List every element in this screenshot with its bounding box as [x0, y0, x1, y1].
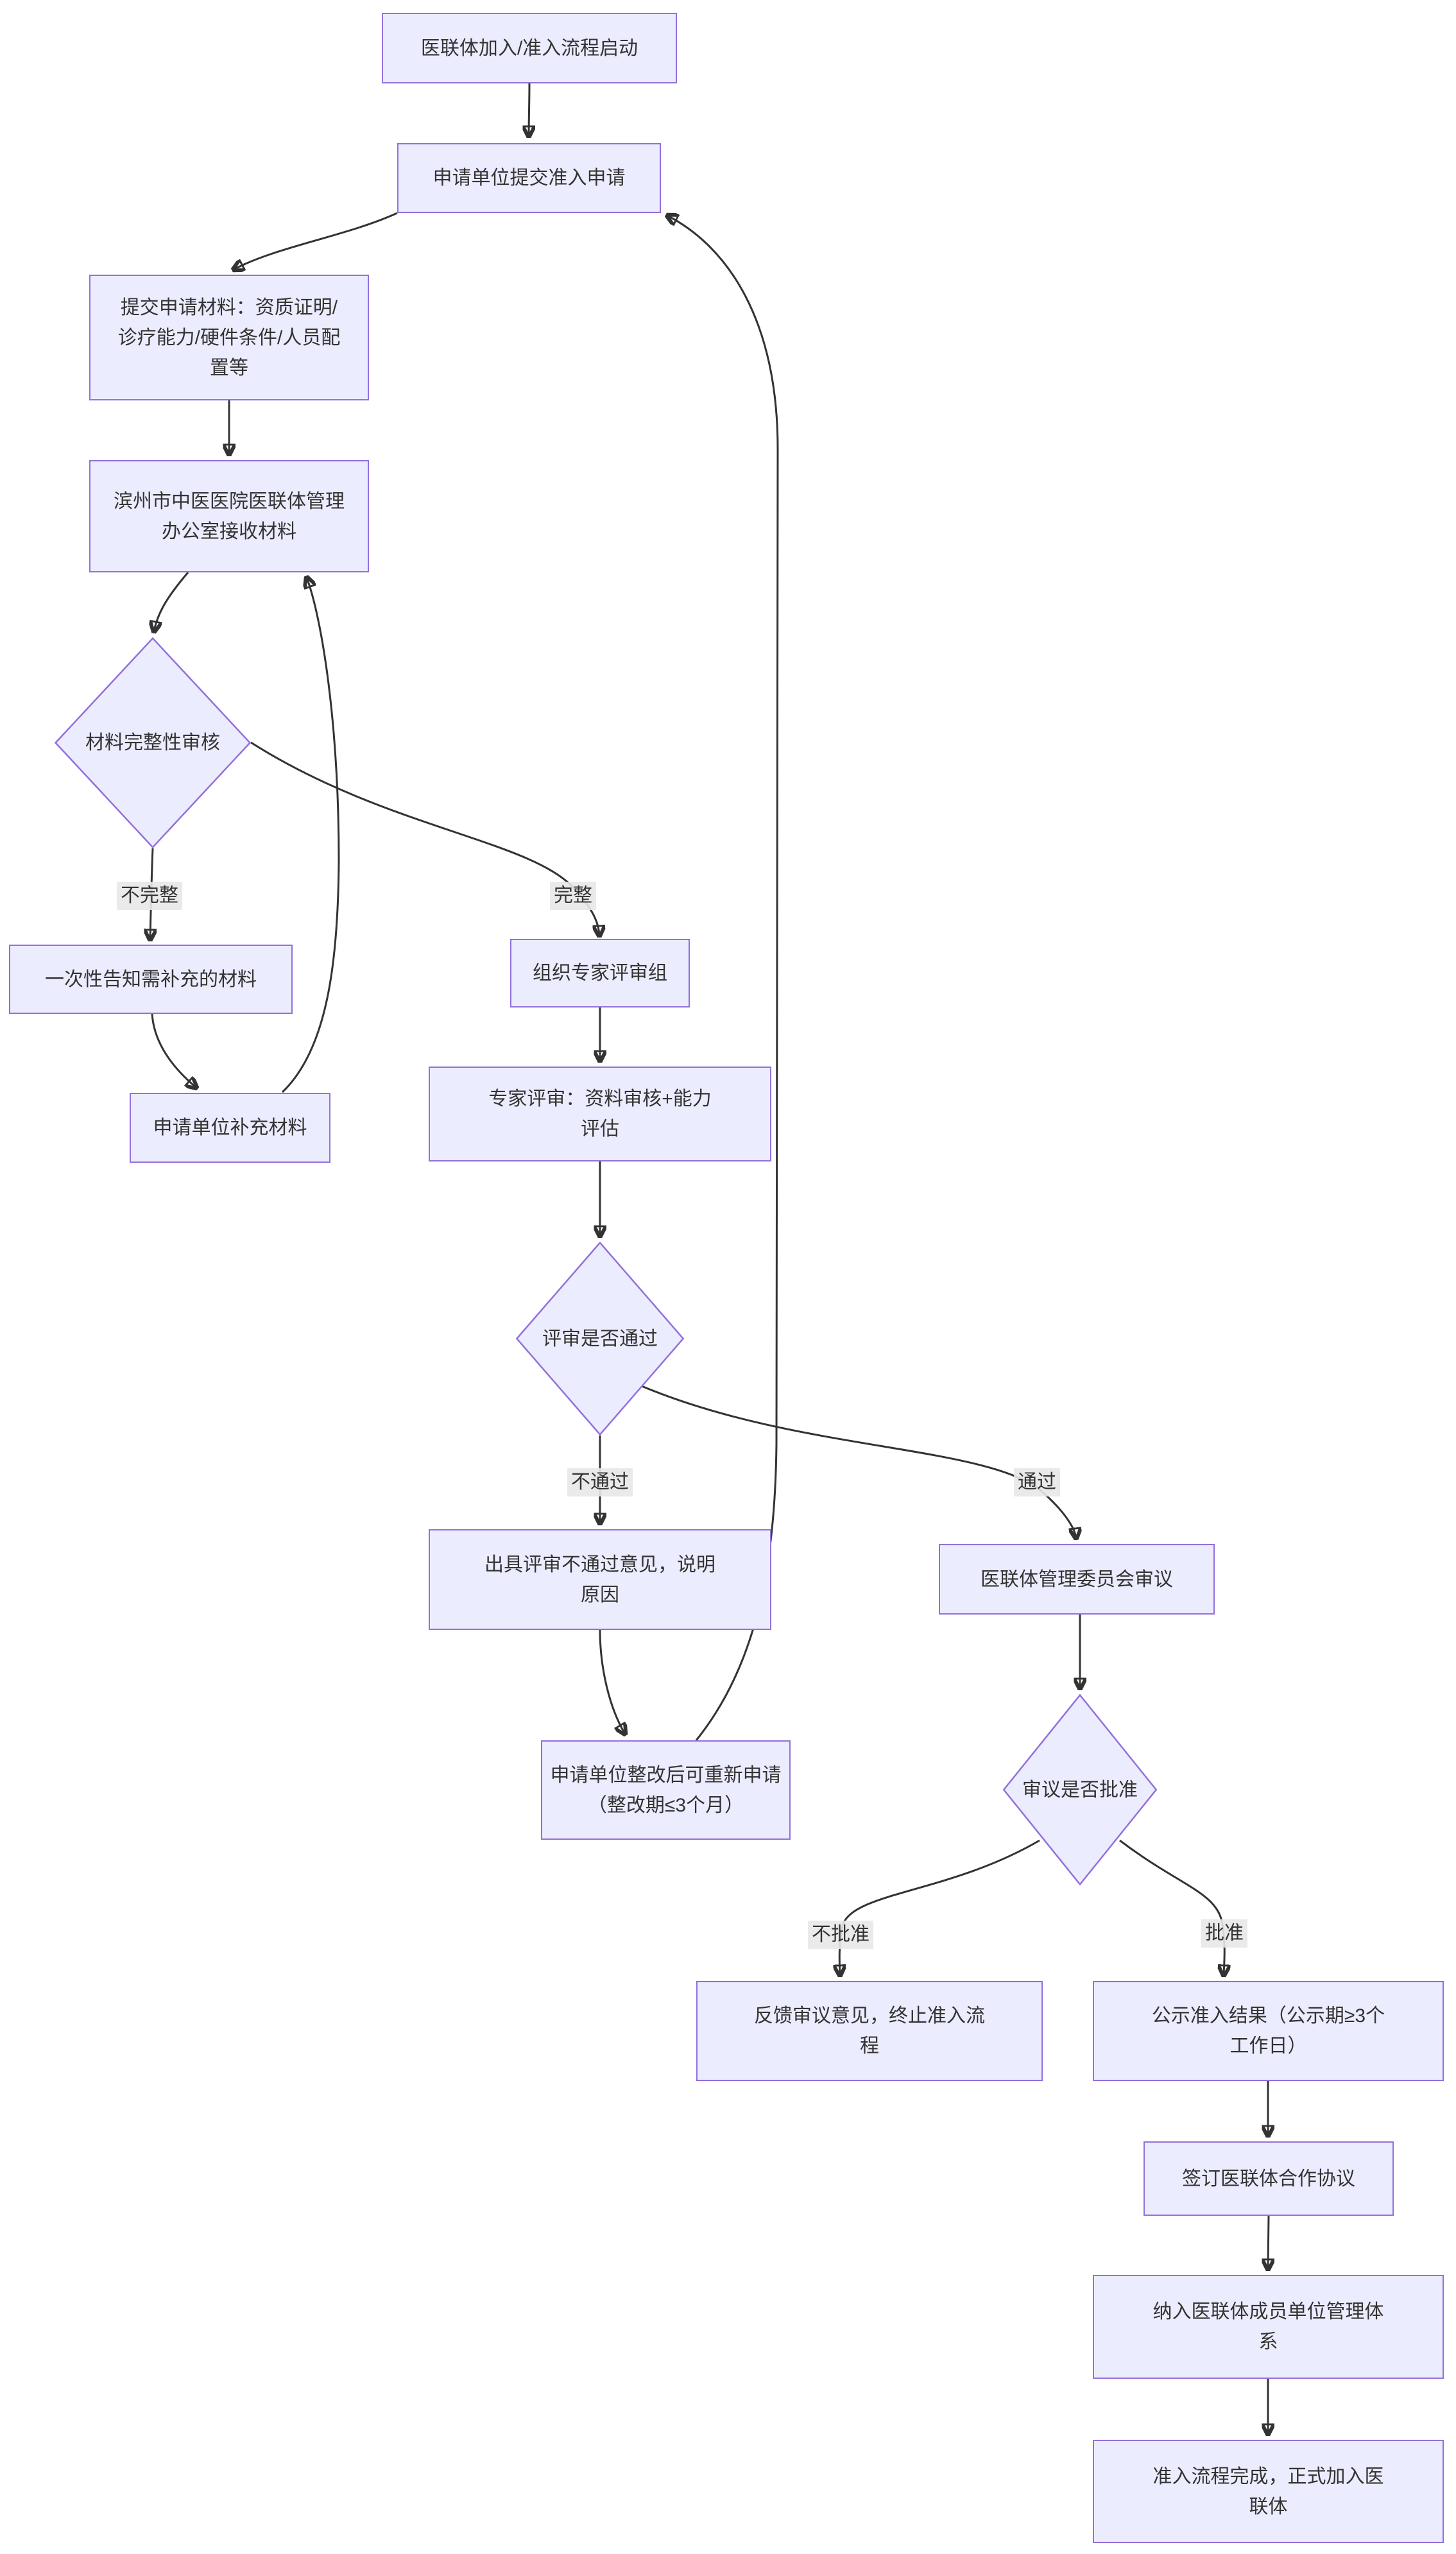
node-approval-decision: 审议是否批准 — [1003, 1694, 1157, 1885]
node-supplement-materials: 申请单位补充材料 — [130, 1093, 330, 1163]
edge-rectify-resubmit — [667, 216, 779, 1741]
node-receive-materials: 滨州市中医医院医联体管理 办公室接收材料 — [89, 460, 369, 572]
node-member-management-label: 纳入医联体成员单位管理体 系 — [1152, 2301, 1384, 2353]
node-review-decision-label: 评审是否通过 — [542, 1328, 658, 1350]
node-process-complete: 准入流程完成，正式加入医 联体 — [1093, 2440, 1444, 2543]
edge-receive-check — [154, 572, 189, 631]
node-start-label: 医联体加入/准入流程启动 — [420, 37, 638, 59]
node-rectify-reapply-label: 申请单位整改后可重新申请 （整改期≤3个月） — [550, 1764, 782, 1816]
node-committee-label: 医联体管理委员会审议 — [981, 1568, 1173, 1590]
edge-sign-member — [1268, 2215, 1269, 2269]
node-completeness-check: 材料完整性审核 — [55, 637, 251, 848]
node-issue-fail-opinion-label: 出具评审不通过意见，说明 原因 — [484, 1554, 715, 1606]
edge-label-review-pass: 通过 — [1014, 1468, 1060, 1496]
node-feedback-terminate-label: 反馈审议意见，终止准入流 程 — [754, 2005, 985, 2057]
diamond-shape — [55, 637, 251, 848]
node-sign-agreement: 签订医联体合作协议 — [1143, 2141, 1394, 2216]
node-notify-supplement-label: 一次性告知需补充的材料 — [45, 968, 257, 990]
node-organize-panel: 组织专家评审组 — [510, 939, 690, 1007]
node-notify-supplement: 一次性告知需补充的材料 — [9, 945, 293, 1014]
edge-label-complete: 完整 — [550, 882, 596, 910]
node-feedback-terminate: 反馈审议意见，终止准入流 程 — [696, 1981, 1043, 2081]
edge-supplement-receive — [281, 578, 340, 1093]
edge-label-not-approved: 不批准 — [808, 1921, 873, 1949]
edge-decision-committee — [641, 1385, 1076, 1538]
node-issue-fail-opinion: 出具评审不通过意见，说明 原因 — [429, 1529, 771, 1630]
node-member-management: 纳入医联体成员单位管理体 系 — [1093, 2275, 1444, 2379]
edge-approval-reject — [839, 1839, 1040, 1975]
node-publicize-result-label: 公示准入结果（公示期≥3个 工作日） — [1151, 2005, 1385, 2057]
edge-submit-materials — [234, 212, 398, 270]
edge-notify-supplement — [151, 1013, 196, 1088]
node-receive-materials-label: 滨州市中医医院医联体管理 办公室接收材料 — [114, 490, 345, 542]
node-submit-materials: 提交申请材料：资质证明/ 诊疗能力/硬件条件/人员配 置等 — [89, 275, 369, 400]
edge-approval-publicize — [1119, 1839, 1224, 1975]
diamond-shape — [1003, 1694, 1157, 1885]
node-supplement-materials-label: 申请单位补充材料 — [153, 1117, 307, 1138]
node-submit-application: 申请单位提交准入申请 — [397, 143, 661, 213]
node-approval-decision-label: 审议是否批准 — [1022, 1779, 1138, 1801]
edge-label-review-fail: 不通过 — [567, 1468, 633, 1496]
node-publicize-result: 公示准入结果（公示期≥3个 工作日） — [1093, 1981, 1444, 2081]
node-start: 医联体加入/准入流程启动 — [382, 13, 677, 83]
node-expert-review-label: 专家评审：资料审核+能力 评估 — [488, 1088, 712, 1140]
edge-fail-rectify — [599, 1629, 625, 1734]
diamond-shape — [516, 1242, 684, 1436]
node-rectify-reapply: 申请单位整改后可重新申请 （整改期≤3个月） — [541, 1740, 791, 1840]
edge-label-incomplete: 不完整 — [117, 882, 182, 910]
node-completeness-check-label: 材料完整性审核 — [85, 732, 220, 753]
node-expert-review: 专家评审：资料审核+能力 评估 — [429, 1067, 771, 1161]
node-process-complete-label: 准入流程完成，正式加入医 联体 — [1152, 2465, 1384, 2517]
edge-check-panel — [250, 741, 599, 936]
node-review-decision: 评审是否通过 — [516, 1242, 684, 1436]
node-sign-agreement-label: 签订医联体合作协议 — [1182, 2168, 1355, 2190]
node-submit-materials-label: 提交申请材料：资质证明/ 诊疗能力/硬件条件/人员配 置等 — [117, 296, 341, 379]
node-submit-application-label: 申请单位提交准入申请 — [433, 167, 626, 189]
node-organize-panel-label: 组织专家评审组 — [533, 963, 667, 984]
node-committee: 医联体管理委员会审议 — [939, 1544, 1215, 1615]
edge-label-approved: 批准 — [1201, 1919, 1247, 1948]
